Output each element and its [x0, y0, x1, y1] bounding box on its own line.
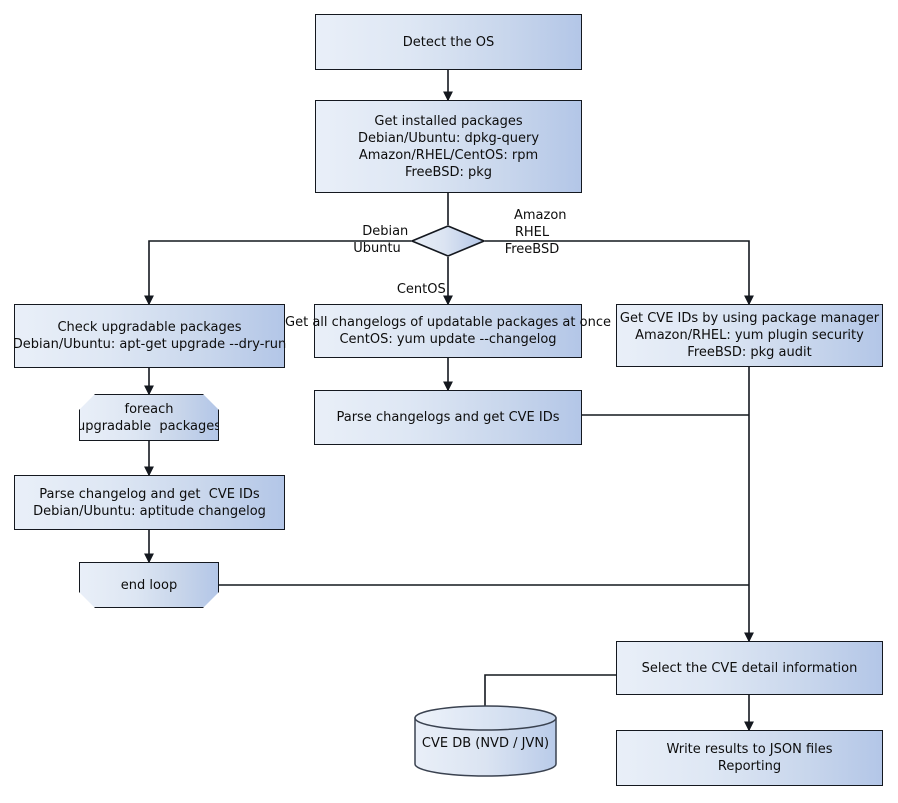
node-select-cve-detail-label: Select the CVE detail information	[641, 660, 858, 676]
node-get-installed-packages-label: Get installed packages Debian/Ubuntu: dp…	[357, 113, 540, 180]
node-parse-changelogs-centos[interactable]: Parse changelogs and get CVE IDs	[314, 390, 582, 445]
node-select-cve-detail[interactable]: Select the CVE detail information	[616, 641, 883, 695]
edge-label-debian-ubuntu: Debian Ubuntu	[342, 206, 412, 274]
node-get-all-changelogs-label: Get all changelogs of updatable packages…	[285, 315, 611, 347]
node-parse-changelogs-centos-label: Parse changelogs and get CVE IDs	[336, 410, 560, 425]
node-cve-db-label: CVE DB (NVD / JVN)	[421, 736, 550, 751]
database-cylinder-shape	[414, 705, 557, 777]
node-get-all-changelogs[interactable]: Get all changelogs of updatable packages…	[285, 304, 611, 358]
node-detect-os-label: Detect the OS	[402, 34, 495, 50]
node-get-cve-ids-pkgmgr[interactable]: Get CVE IDs by using package manager Ama…	[616, 304, 883, 367]
edge-label-centos-text: CentOS	[396, 282, 446, 297]
node-write-results[interactable]: Write results to JSON files Reporting	[616, 730, 883, 786]
edge-label-debian-ubuntu-text: Debian Ubuntu	[353, 224, 409, 256]
node-end-loop-label: end loop	[120, 577, 178, 593]
node-parse-changelog-debian[interactable]: Parse changelog and get CVE IDs Debian/U…	[14, 475, 285, 530]
node-cve-db[interactable]: CVE DB (NVD / JVN)	[413, 705, 558, 777]
decision-diamond-shape	[409, 225, 487, 257]
node-os-decision[interactable]	[409, 225, 487, 257]
node-foreach-loop[interactable]: foreach upgradable packages	[79, 394, 219, 441]
node-check-upgradable[interactable]: Check upgradable packages Debian/Ubuntu:…	[12, 304, 287, 368]
node-get-cve-ids-pkgmgr-label: Get CVE IDs by using package manager Ama…	[619, 311, 880, 360]
node-parse-changelog-debian-label: Parse changelog and get CVE IDs Debian/U…	[33, 486, 266, 519]
node-get-installed-packages[interactable]: Get installed packages Debian/Ubuntu: dp…	[315, 100, 582, 193]
edge-label-amazon-rhel-freebsd-text: Amazon RHEL FreeBSD	[504, 208, 567, 257]
node-foreach-loop-label: foreach upgradable packages	[76, 401, 222, 434]
node-check-upgradable-label: Check upgradable packages Debian/Ubuntu:…	[12, 320, 287, 352]
node-write-results-label: Write results to JSON files Reporting	[666, 742, 833, 774]
node-detect-os[interactable]: Detect the OS	[315, 14, 582, 70]
node-end-loop[interactable]: end loop	[79, 562, 219, 608]
edge-label-amazon-rhel-freebsd: Amazon RHEL FreeBSD	[487, 190, 577, 275]
edge-label-centos: CentOS	[378, 264, 448, 315]
